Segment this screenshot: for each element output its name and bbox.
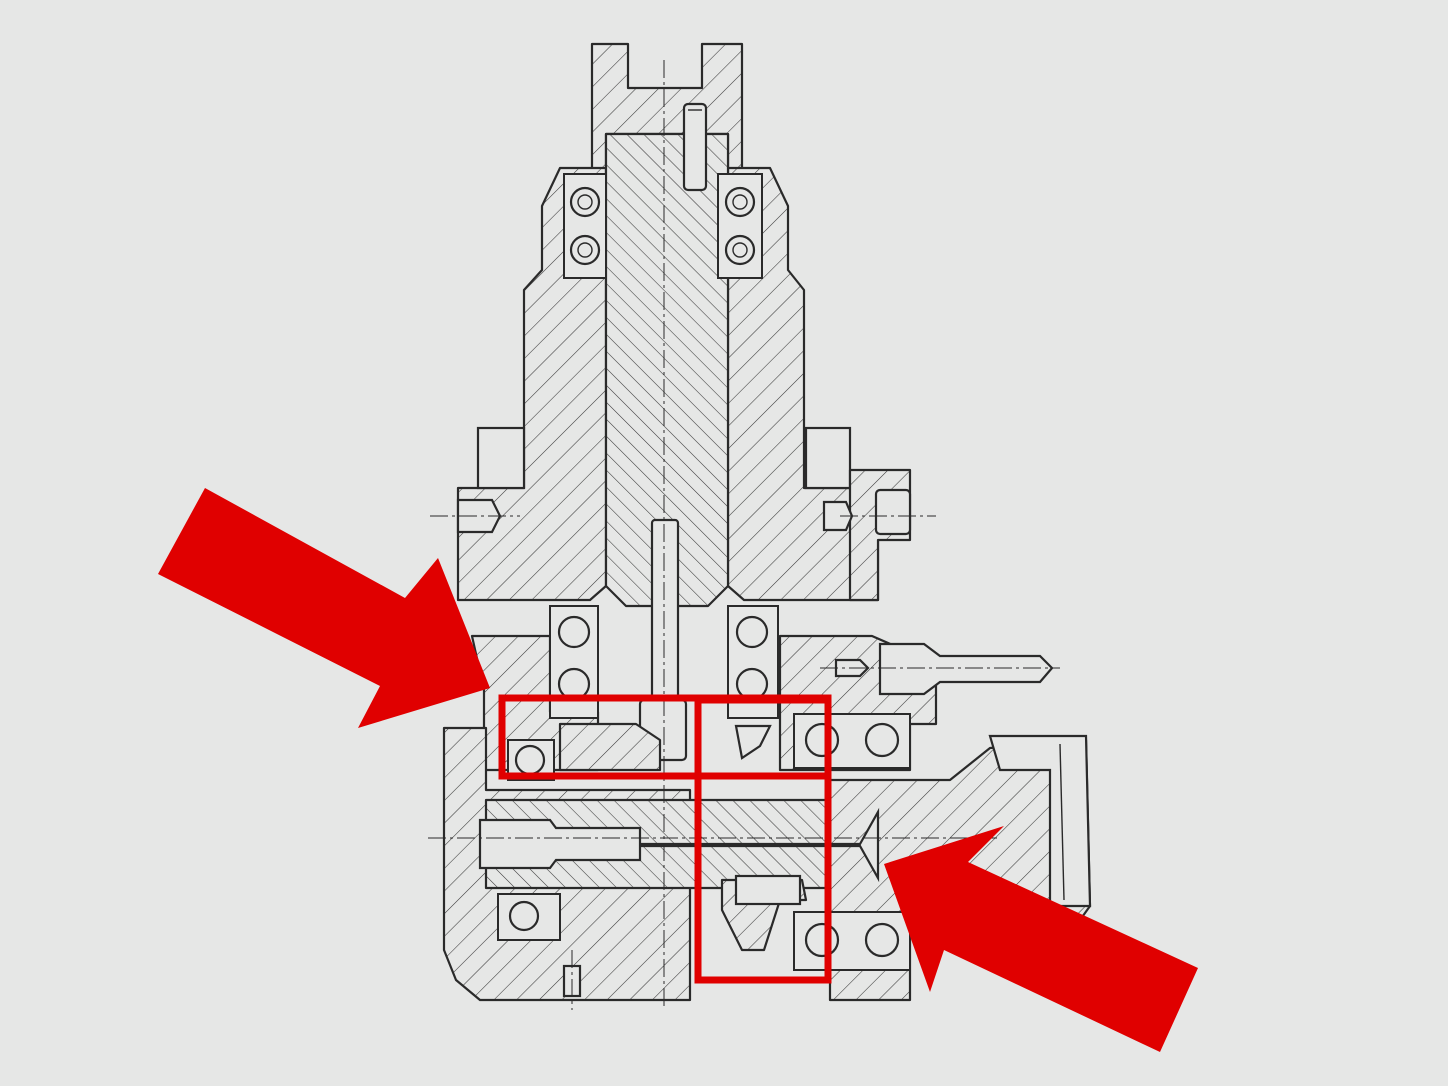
right-vertical-highlight-box xyxy=(694,696,832,984)
red-arrow-upper-left xyxy=(158,488,490,728)
lower-bearings xyxy=(497,713,911,971)
upper-bearing-pair-right xyxy=(717,173,763,279)
red-arrow-lower-right xyxy=(884,826,1198,1052)
highlight-overlays xyxy=(498,694,832,984)
upper-bearing-pair-left xyxy=(563,173,607,279)
